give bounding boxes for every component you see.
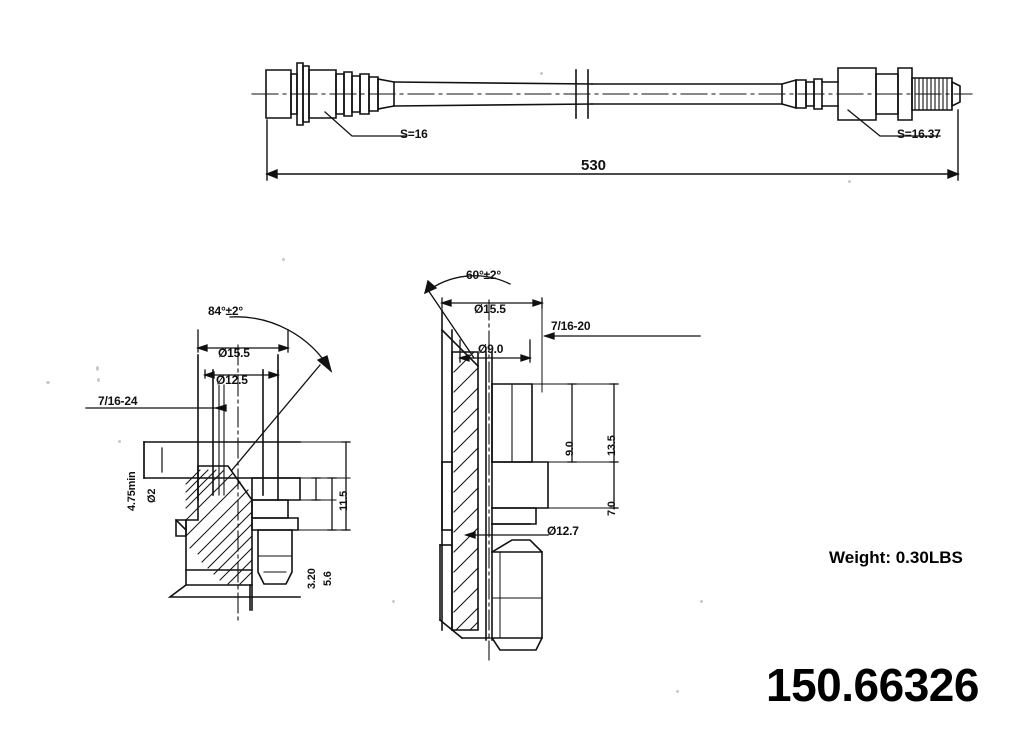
left-callout-leader xyxy=(324,111,407,137)
scan-speck xyxy=(540,72,543,75)
detail-right-dim-7-0: 7.0 xyxy=(606,501,618,516)
detail-right-geometry xyxy=(424,275,701,661)
detail-left-bore-label: Ø2 xyxy=(146,488,158,503)
scan-speck xyxy=(118,440,121,443)
detail-right-angle-label: 60°±2° xyxy=(466,268,502,282)
scan-speck xyxy=(676,690,679,693)
dim-d127-right xyxy=(463,531,549,539)
dims-vertical-right xyxy=(531,383,619,509)
thread-leader-left xyxy=(85,404,227,412)
left-fitting-callout: S=16 xyxy=(400,127,428,141)
detail-right-thread-label: 7/16-20 xyxy=(551,319,591,333)
scan-speck xyxy=(96,366,99,371)
detail-left-min-length-label: 4.75min xyxy=(126,471,138,511)
scan-speck xyxy=(97,378,100,382)
detail-left-dia-outer-label: Ø15.5 xyxy=(218,346,250,360)
angle-84-arc xyxy=(229,316,333,471)
detail-left-dim-3-20: 3.20 xyxy=(306,568,318,589)
detail-right-bore-dia-label: Ø9.0 xyxy=(478,342,504,356)
thread-leader-right xyxy=(542,332,701,340)
detail-right-shank-dia-label: Ø12.7 xyxy=(547,524,579,538)
overall-length-dimension xyxy=(265,109,960,181)
top-assembly-geometry xyxy=(265,62,961,126)
scan-speck xyxy=(848,180,851,183)
detail-right-dim-9-0: 9.0 xyxy=(564,441,576,456)
dim-d125-left xyxy=(202,369,281,379)
overall-length-label: 530 xyxy=(581,157,607,174)
detail-left-dim-5-6: 5.6 xyxy=(322,571,334,586)
angle-60-arc xyxy=(424,275,511,359)
section-hatching-right xyxy=(453,351,479,631)
detail-right-dim-13-5: 13.5 xyxy=(606,435,618,456)
right-callout-leader xyxy=(847,109,941,137)
detail-left-dia-inner-label: Ø12.5 xyxy=(216,373,248,387)
dim-d155-right xyxy=(439,297,545,393)
weight-label: Weight: 0.30LBS xyxy=(829,548,963,567)
scan-speck xyxy=(700,600,703,603)
detail-left-angle-label: 84°±2° xyxy=(208,304,244,318)
detail-left-geometry xyxy=(85,316,351,623)
dim-d155-left xyxy=(195,329,291,353)
detail-left-dim-11-5: 11.5 xyxy=(338,490,350,511)
dims-left-stack xyxy=(143,441,163,479)
section-hatching-left xyxy=(185,469,253,585)
detail-right-dia-outer-label: Ø15.5 xyxy=(474,302,506,316)
detail-left-thread-label: 7/16-24 xyxy=(98,394,138,408)
part-number-label: 150.66326 xyxy=(766,659,979,711)
scan-speck xyxy=(282,258,285,261)
right-fitting-callout: S=16.37 xyxy=(897,127,941,141)
scan-speck xyxy=(46,381,50,384)
dims-vertical-left xyxy=(297,441,351,531)
scan-speck xyxy=(392,600,395,603)
dim-d90-right xyxy=(457,339,533,363)
